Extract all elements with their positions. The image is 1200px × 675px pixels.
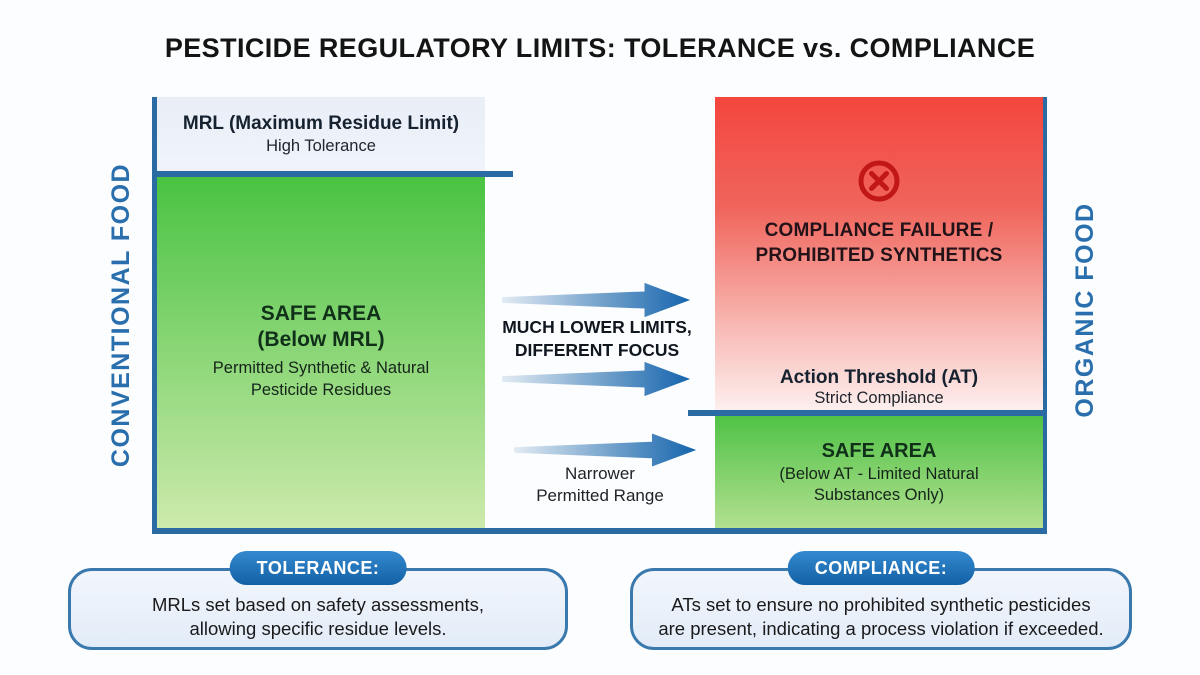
- circle-x-icon: [858, 160, 900, 202]
- failure-line: COMPLIANCE FAILURE /: [764, 220, 994, 241]
- conventional-safe-text: SAFE AREA (Below MRL) Permitted Syntheti…: [157, 301, 485, 401]
- mrl-header-zone: MRL (Maximum Residue Limit) High Toleran…: [157, 97, 485, 171]
- compliance-failure-text: COMPLIANCE FAILURE / PROHIBITED SYNTHETI…: [715, 218, 1043, 268]
- callout-line: ATs set to ensure no prohibited syntheti…: [671, 594, 1091, 615]
- tolerance-badge: TOLERANCE:: [229, 551, 407, 585]
- right-arrow-icon: [502, 361, 691, 397]
- much-lower-limits-caption: MUCH LOWER LIMITS, DIFFERENT FOCUS: [472, 316, 722, 362]
- safe-area-subtitle: (Below MRL): [257, 328, 385, 351]
- safe-area-desc-line: (Below AT - Limited Natural: [779, 465, 979, 483]
- conventional-safe-zone: SAFE AREA (Below MRL) Permitted Syntheti…: [157, 177, 485, 528]
- right-arrow-icon: [514, 433, 697, 467]
- action-threshold-text: Action Threshold (AT) Strict Compliance: [715, 367, 1043, 408]
- compliance-callout-text: ATs set to ensure no prohibited syntheti…: [633, 593, 1129, 641]
- safe-area-description: Permitted Synthetic & Natural Pesticide …: [157, 357, 485, 401]
- right-axis-line: [1042, 97, 1047, 534]
- organic-safe-zone: SAFE AREA (Below AT - Limited Natural Su…: [715, 416, 1043, 528]
- mrl-header-subtitle: High Tolerance: [266, 136, 376, 155]
- mrl-limit-line: [157, 171, 513, 177]
- safe-area-title: SAFE AREA: [821, 440, 937, 462]
- organic-safe-text: SAFE AREA (Below AT - Limited Natural Su…: [715, 438, 1043, 506]
- left-axis-label: CONVENTIONAL FOOD: [107, 162, 135, 468]
- safe-area-desc-line: Permitted Synthetic & Natural: [212, 359, 430, 377]
- safe-area-title: SAFE AREA: [260, 302, 382, 325]
- action-threshold-title: Action Threshold (AT): [779, 367, 979, 388]
- failure-line: PROHIBITED SYNTHETICS: [755, 245, 1003, 266]
- caption-line: Narrower: [565, 464, 635, 483]
- callout-line: MRLs set based on safety assessments,: [151, 594, 485, 615]
- action-threshold-subtitle: Strict Compliance: [814, 389, 944, 407]
- action-threshold-line: [688, 410, 1043, 416]
- safe-area-desc-line: Substances Only): [813, 486, 945, 504]
- right-axis-label: ORGANIC FOOD: [1071, 202, 1099, 418]
- mrl-header-title: MRL (Maximum Residue Limit): [182, 112, 460, 134]
- caption-line: Permitted Range: [536, 486, 664, 505]
- callout-line: allowing specific residue levels.: [189, 618, 447, 639]
- page-title: PESTICIDE REGULATORY LIMITS: TOLERANCE v…: [164, 33, 1036, 63]
- safe-area-desc-line: Pesticide Residues: [250, 381, 392, 399]
- compliance-badge: COMPLIANCE:: [787, 551, 975, 585]
- caption-line: DIFFERENT FOCUS: [514, 340, 680, 360]
- bottom-baseline: [152, 528, 1047, 534]
- right-arrow-icon: [502, 282, 691, 318]
- caption-line: MUCH LOWER LIMITS,: [502, 317, 692, 337]
- tolerance-callout-text: MRLs set based on safety assessments, al…: [71, 593, 565, 641]
- organic-failure-zone: COMPLIANCE FAILURE / PROHIBITED SYNTHETI…: [715, 97, 1043, 416]
- narrower-range-caption: Narrower Permitted Range: [475, 463, 725, 507]
- callout-line: are present, indicating a process violat…: [658, 618, 1104, 639]
- left-axis-line: [152, 97, 157, 534]
